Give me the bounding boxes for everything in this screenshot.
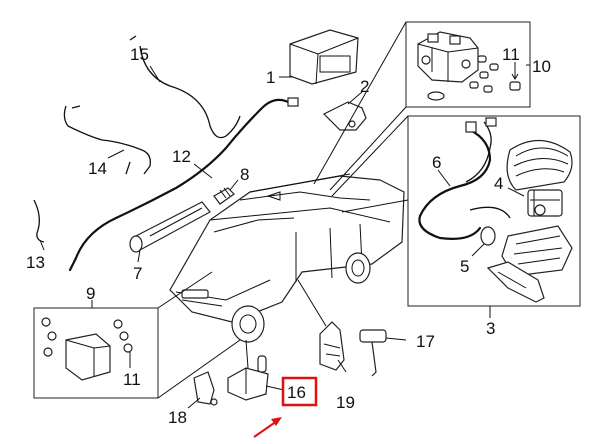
callout-17: 17 [416, 332, 435, 351]
control-module-1-part [289, 29, 359, 85]
callout-10: 10 [532, 57, 551, 76]
callout-14: 14 [88, 159, 107, 178]
callout-8: 8 [240, 165, 249, 184]
sensor-8-part [213, 187, 235, 205]
callout-2: 2 [360, 77, 369, 96]
callout-5: 5 [460, 257, 469, 276]
wiring-harness-6 [418, 117, 511, 240]
callout-3: 3 [486, 319, 495, 338]
bracket-5-part [486, 261, 545, 303]
arrow-icon [253, 417, 282, 438]
bracket-2-part [322, 101, 367, 131]
compressor-cover-part [506, 139, 573, 191]
leader-lines [39, 21, 525, 409]
harness-13 [33, 199, 45, 243]
callout-1: 1 [266, 68, 275, 87]
valve-block-part [417, 31, 479, 83]
callout-13: 13 [26, 253, 45, 272]
vehicle-illustration [169, 173, 405, 343]
highlight-box-16 [281, 376, 318, 407]
callout-11-top: 11 [502, 45, 520, 64]
connector-5-part [480, 226, 496, 246]
bracket-19-part [319, 321, 345, 371]
callout-9: 9 [86, 284, 95, 303]
callout-4: 4 [494, 174, 503, 193]
compressor-base-part [501, 225, 573, 277]
tube-7-part [129, 201, 211, 253]
callout-12: 12 [172, 147, 191, 166]
callout-18: 18 [168, 408, 187, 427]
harness-12 [68, 98, 294, 272]
height-sensor-17-part [359, 329, 387, 377]
harness-14 [63, 105, 151, 175]
callout-11-bottom: 11 [123, 370, 141, 389]
callout-6: 6 [432, 153, 441, 172]
module-9-part [41, 317, 111, 381]
callout-16: 16 [287, 383, 306, 402]
harness-15 [139, 45, 241, 139]
callout-7: 7 [133, 264, 142, 283]
callout-19: 19 [336, 393, 355, 412]
height-sensor-16-part [227, 355, 269, 401]
bracket-18-part [193, 371, 218, 406]
fittings-part [427, 55, 521, 101]
compressor-part [527, 189, 563, 217]
bolts-11-part [113, 319, 133, 353]
callout-15: 15 [130, 45, 149, 64]
